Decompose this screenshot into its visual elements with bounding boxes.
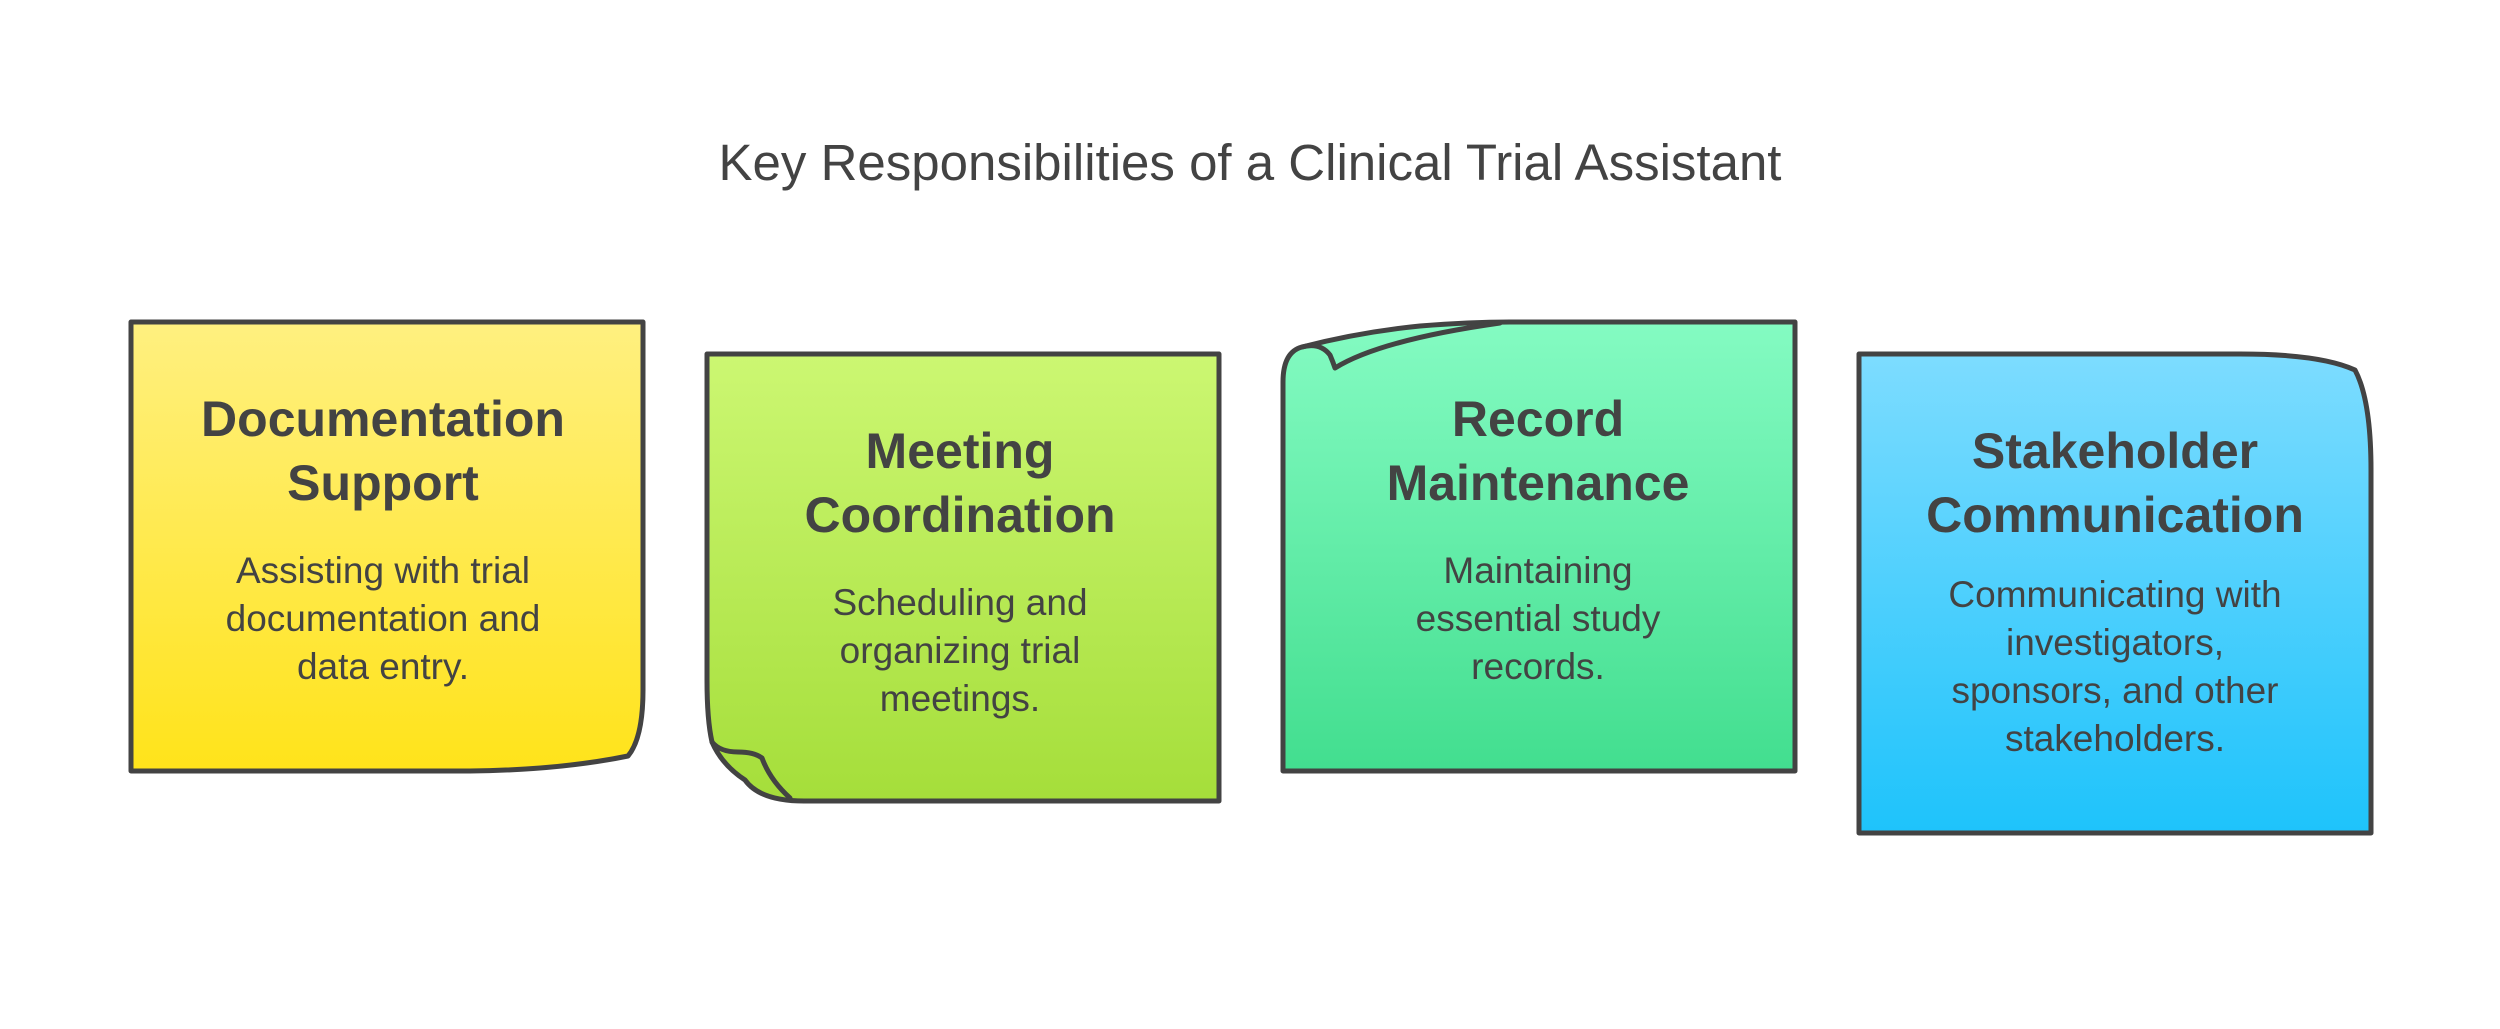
card-heading-line: Coordination <box>804 487 1116 543</box>
card-heading-line: Stakeholder <box>1971 423 2259 479</box>
card-heading-line: Communication <box>1926 487 2304 543</box>
card-description: Communicating with investigators, sponso… <box>1875 571 2355 763</box>
sticky-note-shape <box>704 351 1222 804</box>
card-meeting-coordination <box>704 351 1222 804</box>
card-heading: Documentation Support <box>143 387 623 515</box>
card-description-line: Assisting with trial <box>235 550 531 591</box>
card-heading-line: Maintenance <box>1386 455 1690 511</box>
card-heading-line: Meeting <box>865 423 1055 479</box>
card-heading: Record Maintenance <box>1298 387 1778 515</box>
card-record-maintenance <box>1280 319 1798 774</box>
card-heading: Meeting Coordination <box>720 419 1200 547</box>
card-description-line: essential study <box>1415 598 1661 639</box>
card-description-line: records. <box>1471 646 1605 687</box>
card-description-line: Communicating with <box>1948 574 2282 615</box>
card-heading-line: Support <box>287 455 479 511</box>
curled-corner <box>1299 320 1503 371</box>
card-documentation-support <box>128 319 646 774</box>
card-heading-line: Documentation <box>201 391 565 447</box>
card-meeting-coordination-text: Meeting Coordination Scheduling and orga… <box>720 419 1200 723</box>
sticky-note-shape <box>128 319 646 774</box>
card-description-line: organizing trial <box>839 630 1081 671</box>
card-documentation-support-text: Documentation Support Assisting with tri… <box>143 387 623 691</box>
diagram-title: Key Responsibilities of a Clinical Trial… <box>718 134 1782 191</box>
peeled-corner <box>709 739 793 801</box>
card-description-line: meetings. <box>879 678 1041 719</box>
card-description: Maintaining essential study records. <box>1298 547 1778 691</box>
card-description-line: Maintaining <box>1443 550 1633 591</box>
card-description-line: data entry. <box>296 646 470 687</box>
sticky-note-shape <box>1856 351 2374 836</box>
card-description-line: Scheduling and <box>832 582 1088 623</box>
card-description-line: sponsors, and other <box>1951 670 2279 711</box>
card-record-maintenance-text: Record Maintenance Maintaining essential… <box>1298 387 1778 691</box>
card-stakeholder-communication-text: Stakeholder Communication Communicating … <box>1875 419 2355 763</box>
card-description-line: investigators, <box>2006 622 2224 663</box>
card-description: Assisting with trial documentation and d… <box>143 547 623 691</box>
card-stakeholder-communication <box>1856 351 2374 836</box>
card-heading-line: Record <box>1451 391 1625 447</box>
card-description: Scheduling and organizing trial meetings… <box>720 579 1200 723</box>
card-description-line: stakeholders. <box>2004 718 2226 759</box>
card-description-line: documentation and <box>225 598 541 639</box>
card-heading: Stakeholder Communication <box>1875 419 2355 547</box>
